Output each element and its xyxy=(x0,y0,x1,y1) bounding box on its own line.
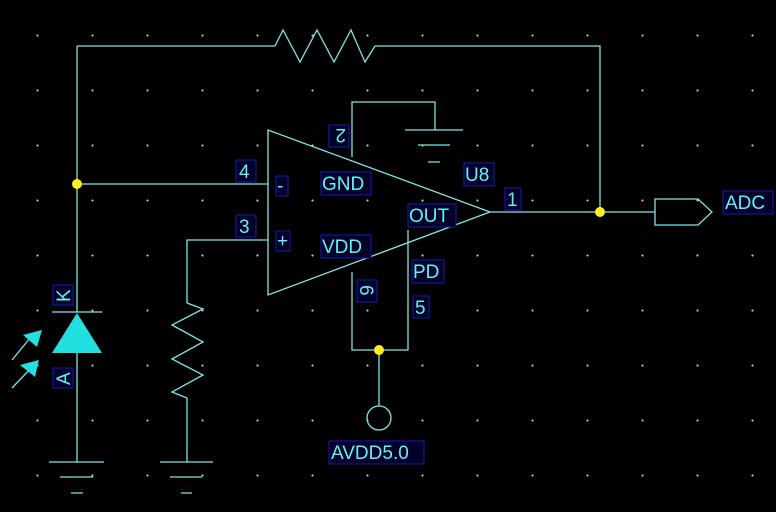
out-label: OUT xyxy=(409,206,450,227)
feedback-wire[interactable] xyxy=(77,45,601,212)
avdd-net-label: AVDD5.0 xyxy=(331,443,409,464)
feedback-resistor[interactable] xyxy=(274,28,376,64)
opamp-symbol[interactable] xyxy=(267,129,492,296)
noninverting-wire[interactable] xyxy=(186,239,268,462)
pin-6-label: 6 xyxy=(355,285,376,296)
junction xyxy=(374,345,384,355)
photodiode[interactable] xyxy=(52,313,102,353)
pd-label: PD xyxy=(413,262,439,283)
gnd-label: GND xyxy=(322,174,364,195)
vdd-label: VDD xyxy=(322,237,362,258)
ground-symbol xyxy=(160,461,213,494)
plus-label: + xyxy=(277,231,288,252)
pin-5-label: 5 xyxy=(415,298,426,319)
light-arrow-icon xyxy=(20,360,39,377)
diode-wire[interactable] xyxy=(52,311,102,462)
pin-2-label: 2 xyxy=(335,124,346,145)
ground-symbol xyxy=(49,461,104,494)
power-port[interactable] xyxy=(366,405,392,431)
light-arrow-icon xyxy=(23,330,42,347)
ref-designator: U8 xyxy=(465,165,489,186)
anode-label: A xyxy=(54,372,75,385)
adc-port[interactable] xyxy=(654,198,713,226)
pin-1-label: 1 xyxy=(507,190,518,211)
junction xyxy=(72,179,82,189)
minus-label: - xyxy=(277,176,283,197)
pin-3-label: 3 xyxy=(239,217,250,238)
input-resistor[interactable] xyxy=(170,302,205,399)
ground-symbol xyxy=(405,129,463,163)
pin-4-label: 4 xyxy=(239,162,250,183)
adc-net-label: ADC xyxy=(725,193,765,214)
cathode-label: K xyxy=(54,289,75,302)
gnd-pin-wire[interactable] xyxy=(351,101,436,157)
junction xyxy=(595,207,605,217)
